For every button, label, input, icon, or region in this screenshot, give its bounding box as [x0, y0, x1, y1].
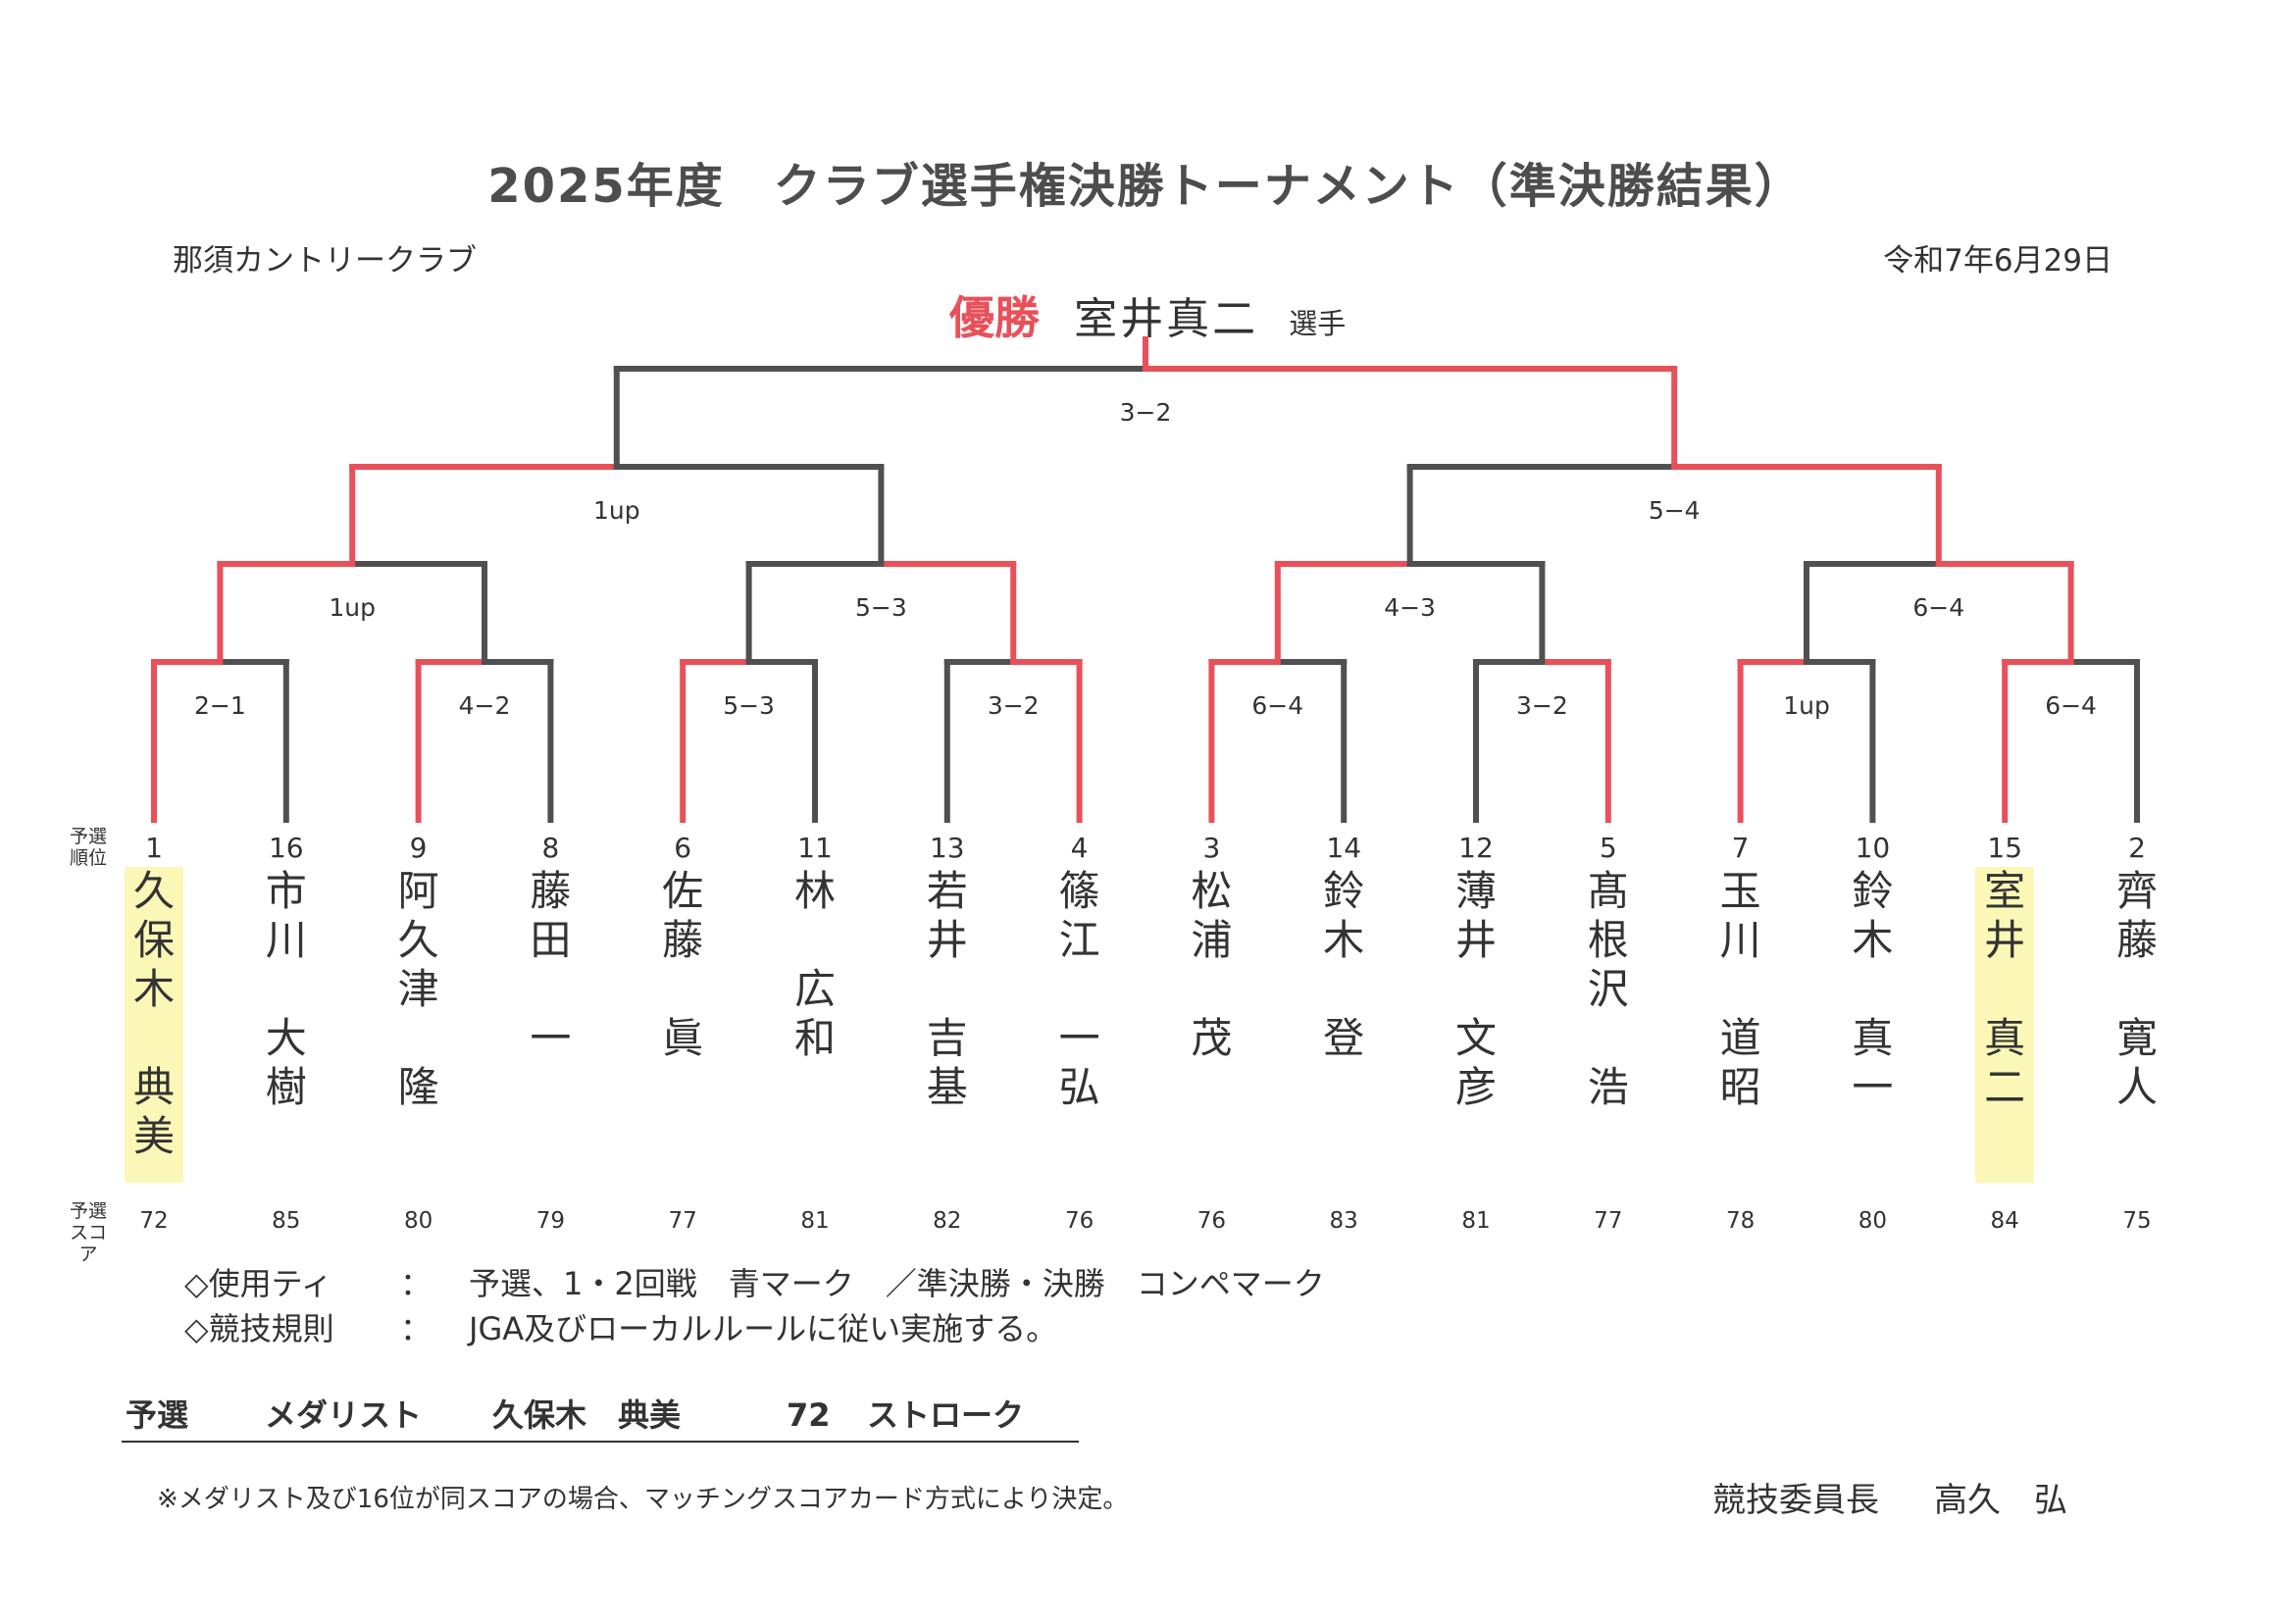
- player-qualifying-score: 82: [933, 1208, 961, 1234]
- committee-chair: 競技委員長 高久 弘: [1712, 1473, 2067, 1521]
- event-date: 令和7年6月29日: [1883, 243, 2113, 279]
- match-score: 1up: [329, 593, 376, 622]
- match-score: 6−4: [1251, 691, 1303, 720]
- player-name: 林 広 和: [793, 867, 836, 1062]
- player-name: 藤 田 一: [530, 867, 572, 1062]
- player-seed: 10: [1856, 832, 1891, 864]
- player-seed: 11: [797, 832, 833, 864]
- rule-regulation-text: JGA及びローカルルールに従い実施する。: [469, 1310, 1058, 1347]
- match-score: 3−2: [1120, 398, 1172, 427]
- medalist-row: 予選 メダリスト 久保木 典美 72 ストローク: [126, 1391, 1024, 1436]
- player-name: 市 川 大 樹: [265, 867, 307, 1111]
- player-qualifying-score: 76: [1197, 1208, 1226, 1234]
- player-name: 鈴 木 登: [1323, 867, 1365, 1062]
- player-name: 室 井 真 二: [1984, 867, 2026, 1111]
- player-seed: 6: [674, 832, 691, 864]
- match-score: 2−1: [194, 691, 246, 720]
- highlight-marker: [1975, 867, 2035, 1183]
- player-qualifying-score: 76: [1065, 1208, 1094, 1234]
- rule-regulation-sep: ：: [400, 1310, 433, 1347]
- match-score: 6−4: [2045, 691, 2097, 720]
- medalist-score: 72: [787, 1396, 831, 1434]
- qualifying-score-row-label-text: 予選 スコア: [69, 1200, 107, 1265]
- player-seed: 1: [145, 832, 163, 864]
- champion-row: 優勝 室井真二 選手: [949, 282, 1346, 347]
- champion-label: 優勝: [949, 291, 1040, 344]
- player-name: 薄 井 文 彦: [1454, 867, 1497, 1111]
- player-qualifying-score: 85: [272, 1208, 300, 1234]
- player-qualifying-score: 84: [1991, 1208, 2019, 1234]
- match-score: 3−2: [988, 691, 1040, 720]
- player-name: 髙 根 沢 浩: [1587, 867, 1629, 1111]
- rule-tee-sep: ：: [400, 1265, 433, 1302]
- medalist-name: 久保木 典美: [492, 1396, 682, 1434]
- champion-suffix: 選手: [1289, 307, 1347, 340]
- player-seed: 12: [1458, 832, 1494, 864]
- player-seed: 4: [1071, 832, 1089, 864]
- player-seed: 15: [1987, 832, 2022, 864]
- player-qualifying-score: 78: [1726, 1208, 1755, 1234]
- chair-title: 競技委員長: [1712, 1481, 1879, 1520]
- match-score: 6−4: [1912, 593, 1964, 622]
- player-qualifying-score: 75: [2122, 1208, 2151, 1234]
- match-score: 1up: [1783, 691, 1830, 720]
- player-name: 齊 藤 寛 人: [2115, 867, 2158, 1111]
- player-name: 若 井 吉 基: [926, 867, 968, 1111]
- player-name: 阿 久 津 隆: [397, 867, 439, 1111]
- player-name: 佐 藤 眞: [662, 867, 704, 1062]
- medalist-underline: [122, 1441, 1079, 1443]
- medalist-label: 予選: [126, 1396, 189, 1434]
- medalist-title: メダリスト: [265, 1396, 423, 1434]
- player-seed: 16: [269, 832, 304, 864]
- player-qualifying-score: 80: [404, 1208, 433, 1234]
- player-name: 篠 江 一 弘: [1058, 867, 1100, 1111]
- player-seed: 14: [1326, 832, 1361, 864]
- match-score: 5−3: [855, 593, 907, 622]
- player-qualifying-score: 83: [1330, 1208, 1358, 1234]
- player-seed: 7: [1732, 832, 1750, 864]
- match-score: 5−4: [1649, 496, 1701, 525]
- qualifying-score-row-label: 予選 スコア: [61, 1200, 116, 1265]
- match-score: 4−3: [1384, 593, 1436, 622]
- rule-regulation: ◇競技規則 ： JGA及びローカルルールに従い実施する。: [184, 1304, 1057, 1349]
- match-score: 4−2: [459, 691, 511, 720]
- player-seed: 3: [1202, 832, 1220, 864]
- rule-tee-text: 予選、1・2回戦 青マーク ／準決勝・決勝 コンペマーク: [469, 1265, 1325, 1302]
- club-name: 那須カントリークラブ: [173, 243, 477, 279]
- player-qualifying-score: 72: [139, 1208, 168, 1234]
- player-seed: 13: [930, 832, 965, 864]
- player-name: 松 浦 茂: [1191, 867, 1233, 1062]
- player-name: 鈴 木 真 一: [1852, 867, 1894, 1111]
- page-title: 2025年度 クラブ選手権決勝トーナメント（準決勝結果）: [487, 159, 1804, 214]
- player-qualifying-score: 81: [1461, 1208, 1490, 1234]
- medalist-type: ストローク: [867, 1396, 1025, 1434]
- match-score: 5−3: [723, 691, 775, 720]
- player-qualifying-score: 81: [800, 1208, 829, 1234]
- player-qualifying-score: 77: [1594, 1208, 1622, 1234]
- player-seed: 9: [410, 832, 428, 864]
- seed-row-label-text: 予選 順位: [69, 826, 107, 869]
- rule-tee: ◇使用ティ ： 予選、1・2回戦 青マーク ／準決勝・決勝 コンペマーク: [184, 1259, 1325, 1304]
- rule-tee-mark: ◇使用ティ: [184, 1265, 332, 1302]
- tiebreak-note: ※メダリスト及び16位が同スコアの場合、マッチングスコアカード方式により決定。: [157, 1485, 1129, 1514]
- highlight-marker: [125, 867, 183, 1183]
- player-name: 久 保 木 典 美: [132, 867, 175, 1160]
- player-qualifying-score: 79: [536, 1208, 565, 1234]
- champion-name: 室井真二: [1074, 294, 1259, 344]
- rule-regulation-mark: ◇競技規則: [184, 1310, 334, 1347]
- chair-name: 高久 弘: [1934, 1481, 2067, 1520]
- player-qualifying-score: 77: [669, 1208, 697, 1234]
- match-score: 1up: [593, 496, 640, 525]
- player-seed: 8: [541, 832, 559, 864]
- seed-row-label: 予選 順位: [61, 826, 116, 869]
- player-name: 玉 川 道 昭: [1719, 867, 1761, 1111]
- player-seed: 5: [1600, 832, 1617, 864]
- player-qualifying-score: 80: [1858, 1208, 1887, 1234]
- match-score: 3−2: [1516, 691, 1568, 720]
- player-seed: 2: [2128, 832, 2146, 864]
